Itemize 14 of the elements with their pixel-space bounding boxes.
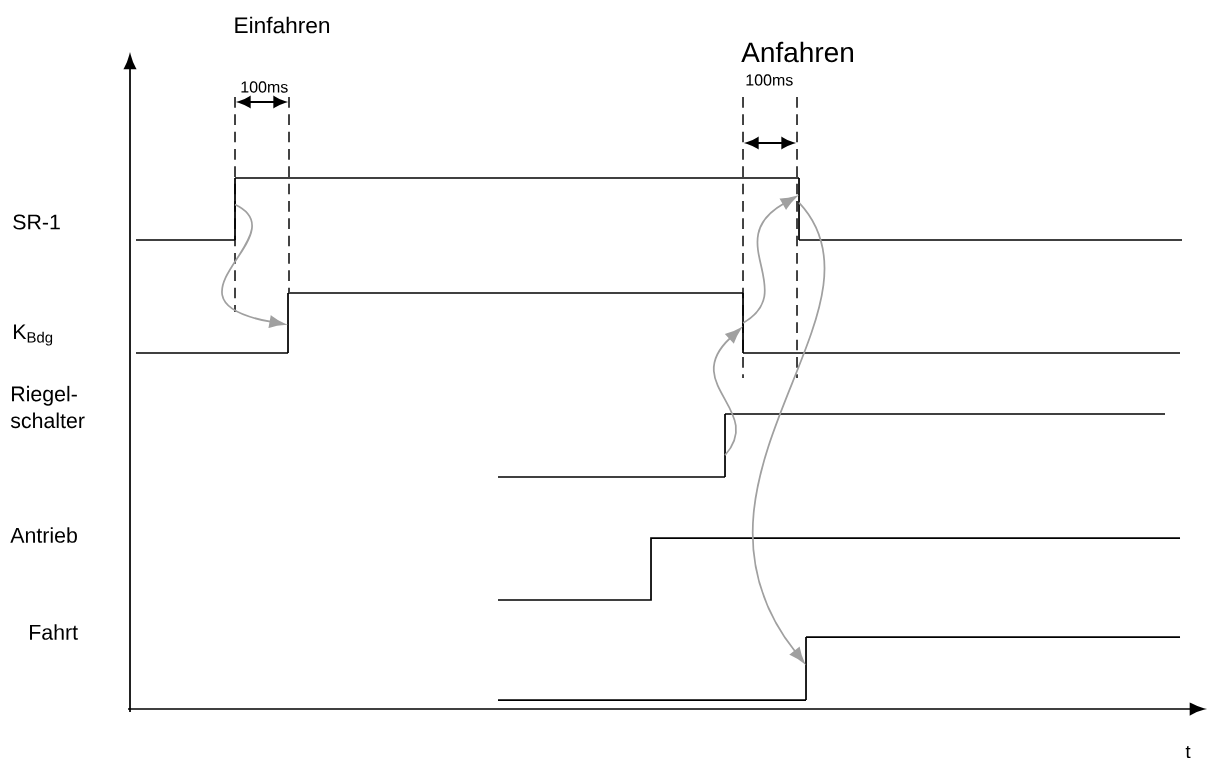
signal-label: K$_{Bdg}$ [14,324,53,346]
causal-arrow [742,195,797,324]
duration-label: 100ms [746,74,793,86]
causal-arrow [752,201,826,664]
signal-label: Riegel- schalter [10,385,85,429]
signal-label: Fahrt [30,624,78,640]
causal-arrow [221,203,286,328]
signal-label: SR-1 [13,214,60,230]
axis-label: t [1185,745,1191,759]
phase-title: Einfahren [235,16,330,34]
causal-arrow [712,327,742,457]
phase-title: Anfahren [741,41,853,63]
signal-label: Antrieb [10,527,77,543]
duration-label: 100ms [241,81,288,93]
